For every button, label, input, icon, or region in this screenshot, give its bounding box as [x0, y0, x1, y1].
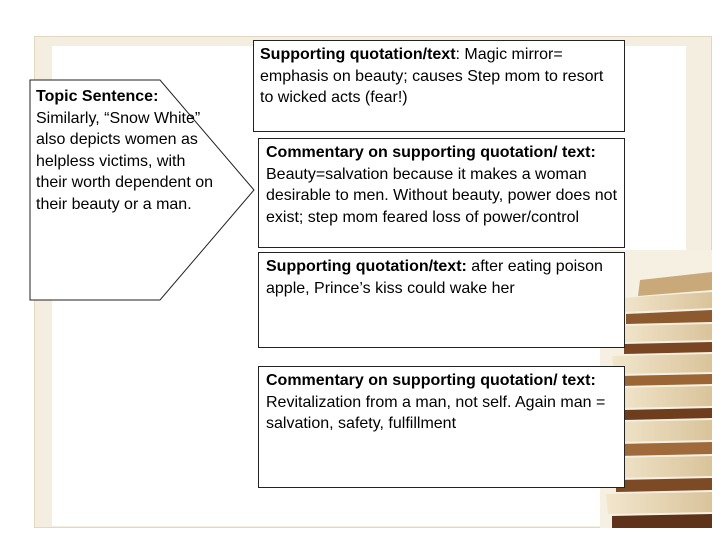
- supporting-quotation-box-2: Supporting quotation/text: after eating …: [258, 252, 625, 348]
- box-label: Commentary on supporting quotation/ text…: [266, 372, 596, 389]
- box-text: Beauty=salvation because it makes a woma…: [266, 165, 618, 226]
- box-text: Revitalization from a man, not self. Aga…: [266, 393, 606, 433]
- box-label: Commentary on supporting quotation/ text…: [266, 144, 596, 161]
- commentary-box-1: Commentary on supporting quotation/ text…: [258, 138, 625, 248]
- topic-sentence: Topic Sentence: Similarly, “Snow White” …: [36, 86, 216, 215]
- supporting-quotation-box-1: Supporting quotation/text: Magic mirror=…: [253, 40, 625, 132]
- box-text: Magic mirror= emphasis on beauty; causes…: [260, 46, 604, 106]
- box-label: Supporting quotation/text:: [266, 258, 467, 275]
- book-stack-illustration: [600, 250, 712, 528]
- box-label: Supporting quotation/text: [260, 46, 456, 63]
- topic-heading: Topic Sentence:: [36, 88, 159, 105]
- commentary-box-2: Commentary on supporting quotation/ text…: [258, 366, 625, 488]
- topic-body: Similarly, “Snow White” also depicts wom…: [36, 109, 214, 213]
- box-text: after eating poison apple, Prince’s kiss…: [266, 258, 603, 297]
